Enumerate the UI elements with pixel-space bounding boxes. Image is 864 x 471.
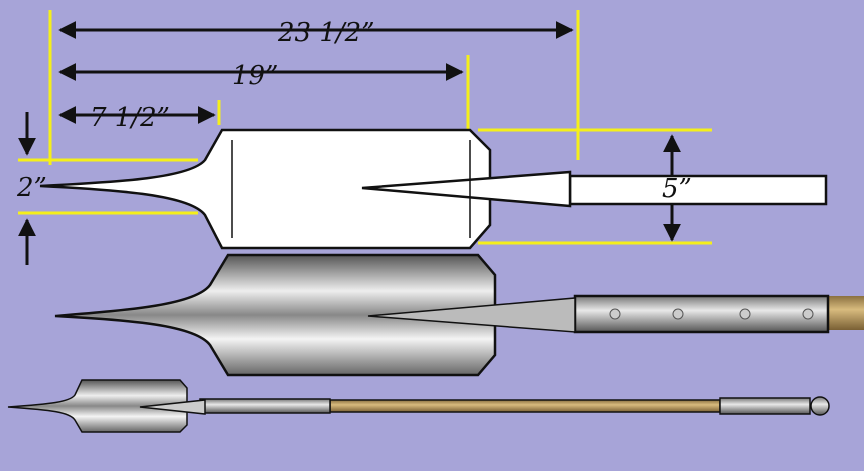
head-length-label: 19”: [232, 61, 278, 91]
butt-cap: [719, 397, 811, 415]
blade-width-label: 5”: [662, 174, 692, 204]
outline-head: [39, 128, 828, 250]
spike-length-label: 7 1/2”: [90, 103, 170, 133]
shaded-head: [54, 253, 864, 377]
wooden-shaft: [329, 399, 721, 413]
spike-width-label: 2”: [16, 173, 47, 203]
dimension-arrows: [58, 21, 681, 242]
guide-lines: [18, 10, 712, 245]
outline-shaft: [568, 174, 828, 206]
small-socket: [199, 398, 331, 414]
full-weapon: [7, 379, 830, 433]
overall-length-label: 23 1/2”: [277, 18, 374, 48]
butt-knob: [810, 396, 830, 416]
